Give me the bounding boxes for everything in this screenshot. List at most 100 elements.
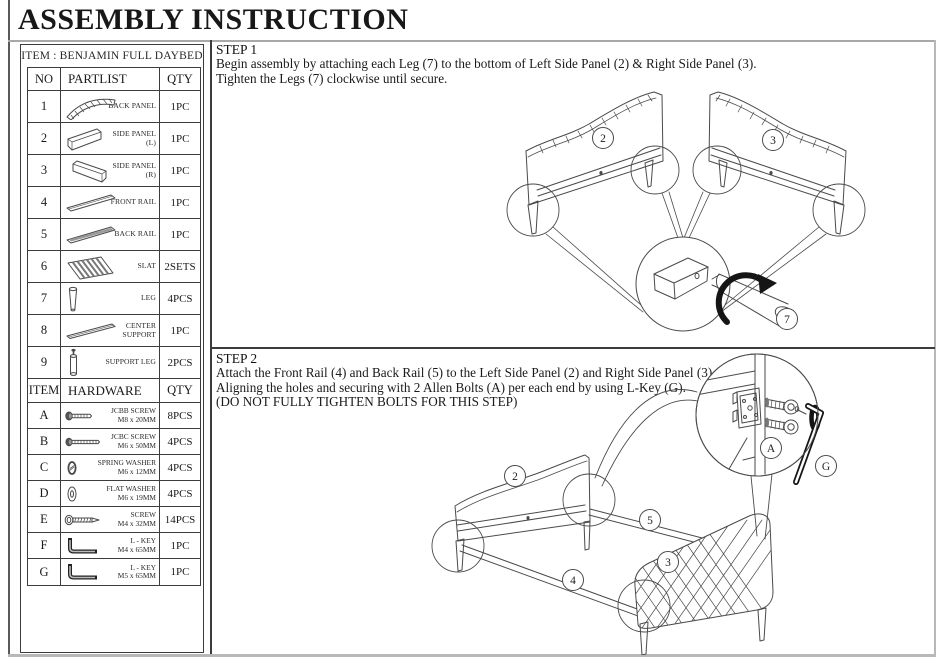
svg-text:5: 5 [647, 515, 653, 527]
part-name: SLAT [137, 261, 156, 271]
part-qty: 1PC [170, 324, 190, 337]
part-no: 4 [28, 187, 61, 218]
page-border-left [8, 0, 10, 656]
callout-front-rail: 4 [562, 569, 584, 591]
left-side-panel-drawing [506, 91, 680, 237]
svg-text:4: 4 [570, 575, 576, 587]
leader-lines [545, 191, 827, 313]
hardware-header-item: ITEM [28, 379, 61, 402]
hardware-qty: 1PC [170, 539, 190, 552]
part-illustration-cell: BACK RAIL [61, 219, 160, 250]
part-no: 7 [28, 283, 61, 314]
callout-right-panel: 3 [657, 551, 679, 573]
part-no: 5 [28, 219, 61, 250]
step1-diagram: 2 3 7 [506, 91, 866, 332]
part-row-2: 2 SIDE PANEL(L)1PC [28, 123, 200, 155]
hardware-header-name: HARDWARE [61, 379, 160, 402]
step-line: Aligning the holes and securing with 2 A… [216, 379, 686, 395]
parts-header-partlist: PARTLIST [61, 68, 160, 90]
part-illustration-cell: SIDE PANEL(L) [61, 123, 160, 154]
leader-curves [594, 389, 703, 487]
rotation-arrow [715, 272, 768, 325]
left-side-panel-drawing [431, 454, 616, 573]
part-illustration-cell: LEG [61, 283, 160, 314]
part-name: BACK PANEL [108, 101, 156, 111]
part-name: BACK RAIL [114, 229, 156, 239]
hardware-item: G [28, 559, 61, 585]
part-no: 6 [28, 251, 61, 282]
svg-text:2: 2 [512, 471, 518, 483]
callout-l-key: G [815, 455, 837, 477]
step2-diagram: 2 5 4 3 A G [431, 353, 837, 655]
bolt-detail-circle [695, 353, 824, 485]
part-qty: 1PC [170, 164, 190, 177]
page-border-bottom [8, 654, 936, 657]
svg-text:G: G [822, 461, 830, 473]
hardware-qty: 8PCS [167, 409, 193, 422]
leg-detail-circle [635, 236, 798, 332]
allen-bolts [764, 397, 799, 435]
step2-instructions: Attach the Front Rail (4) and Back Rail … [216, 365, 926, 410]
hardware-qty: 1PC [170, 566, 190, 578]
step1-title: STEP 1 [216, 42, 258, 57]
hardware-qty: 4PCS [167, 487, 193, 500]
svg-text:3: 3 [770, 135, 776, 147]
hardware-item: C [28, 455, 61, 480]
part-illustration-cell: SIDE PANEL(R) [61, 155, 160, 186]
part-no: 3 [28, 155, 61, 186]
step-line: (DO NOT FULLY TIGHTEN BOLTS FOR THIS STE… [216, 394, 518, 410]
right-side-panel-drawing [692, 91, 866, 237]
rotation-arrowhead [758, 274, 777, 294]
right-side-panel-drawing [617, 513, 774, 655]
svg-text:3: 3 [665, 557, 671, 569]
hardware-qty: 4PCS [167, 435, 193, 448]
part-row-3: 3 SIDE PANEL(R) 1PC [28, 155, 200, 187]
step-line: Tighten the Legs (7) clockwise until sec… [216, 70, 448, 86]
callout-right-panel: 3 [762, 129, 784, 151]
item-label: ITEM : BENJAMIN FULL DAYBED [21, 50, 203, 62]
part-no: 8 [28, 315, 61, 346]
svg-text:2: 2 [600, 133, 606, 145]
parts-header-qty: QTY [167, 71, 193, 86]
part-name: SUPPORT LEG [105, 357, 156, 367]
step2-title: STEP 2 [216, 351, 258, 366]
hardware-qty: 4PCS [167, 461, 193, 474]
callout-back-rail: 5 [639, 509, 661, 531]
hardware-item: E [28, 507, 61, 532]
svg-text:A: A [767, 443, 776, 455]
part-name: SIDE PANEL(R) [112, 161, 156, 179]
part-illustration-cell: BACK PANEL [61, 91, 160, 122]
hardware-item: D [28, 481, 61, 506]
part-no: 1 [28, 91, 61, 122]
callout-allen-bolt: A [760, 437, 782, 459]
front-rail-drawing [459, 544, 641, 617]
part-no: 9 [28, 347, 61, 378]
page-title: ASSEMBLY INSTRUCTION [18, 3, 409, 36]
